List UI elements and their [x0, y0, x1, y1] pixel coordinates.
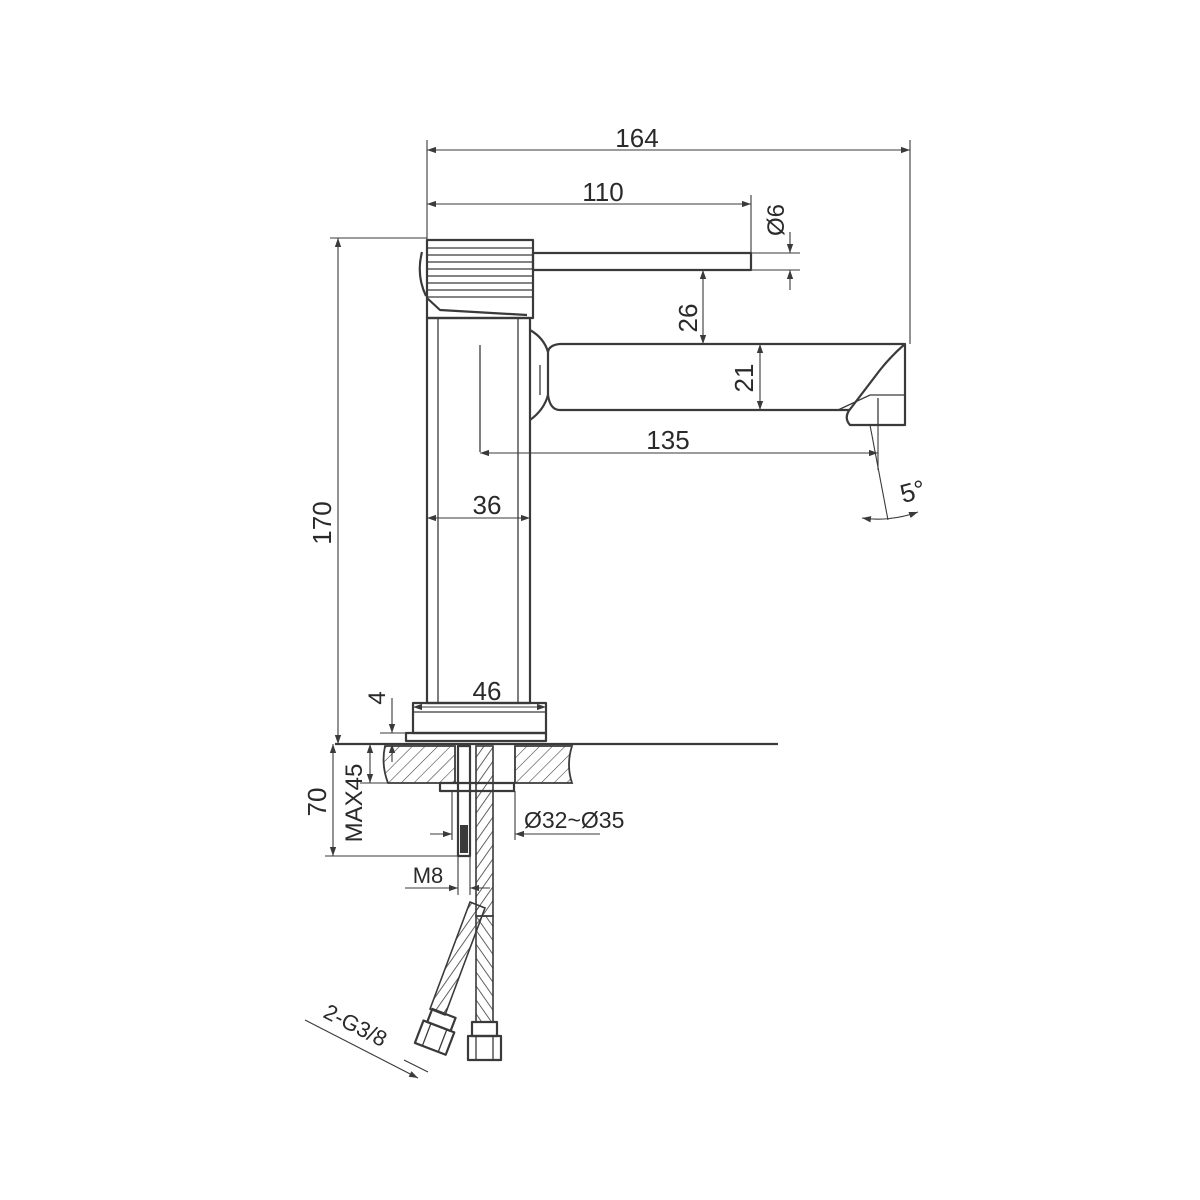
dim-spout-projection: 135: [646, 425, 689, 455]
threaded-stud: [456, 744, 472, 858]
dim-spout-height: 21: [729, 364, 759, 393]
dim-body-width: 36: [473, 490, 502, 520]
dim-handle-diameter: Ø6: [763, 204, 790, 236]
handle-ribs: [427, 247, 533, 298]
deck-right: [514, 745, 574, 784]
deck-left: [382, 745, 456, 784]
hose-angled: [428, 900, 487, 1017]
dim-hole-diameter: Ø32~Ø35: [524, 807, 624, 833]
spout: [529, 329, 907, 427]
dim-hose-connection: 2-G3/8: [320, 999, 391, 1052]
dim-handle-to-spout: 26: [673, 304, 703, 333]
dim-deck-thickness: MAX45: [341, 764, 368, 843]
dim-stud-thread: M8: [413, 863, 444, 888]
hose-fitting-left: [413, 1007, 457, 1056]
dim-total-height: 170: [307, 501, 337, 544]
spout-arm: [546, 342, 907, 427]
dim-base-thickness: 4: [364, 691, 391, 704]
dim-overall-reach: 164: [615, 123, 658, 153]
deck-section: [335, 742, 778, 793]
dimensions: [304, 140, 919, 1079]
lever-handle: [418, 238, 753, 320]
dim-base-width: 46: [473, 676, 502, 706]
dim-handle-reach: 110: [582, 177, 623, 207]
handle-cap: [425, 238, 535, 320]
under-deck-assembly: [413, 744, 503, 1062]
lever-rod: [531, 251, 753, 272]
hose-fitting-right: [466, 1020, 503, 1062]
hose-straight: [475, 745, 494, 917]
base-flange: [404, 731, 548, 743]
dim-outlet-angle: 5°: [897, 474, 929, 509]
dimension-labels: 164 110 Ø6 26 21 135 5° 36 46 170 4 MAX4…: [302, 123, 929, 1052]
dim-under-deck-length: 70: [302, 788, 332, 817]
